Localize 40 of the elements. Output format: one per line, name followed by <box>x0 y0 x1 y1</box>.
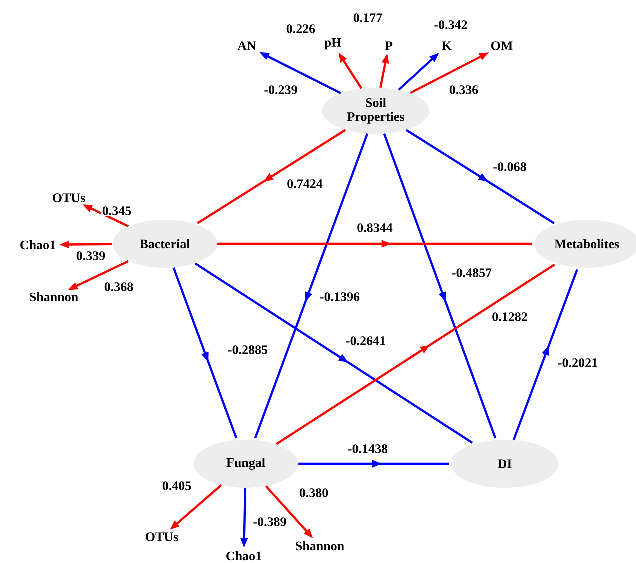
edge-label: 0.380 <box>298 488 330 498</box>
indicator-label: K <box>442 42 452 50</box>
indicator-label: Chao1 <box>226 551 262 561</box>
indicator-label: AN <box>238 42 256 50</box>
edge-label: -0.239 <box>263 84 299 96</box>
edge-label: -0.1438 <box>346 444 390 454</box>
edge-label: -0.068 <box>492 162 528 172</box>
indicator-label: OTUs <box>53 194 86 202</box>
edge-label: -0.2885 <box>226 344 270 356</box>
edge-label: 0.405 <box>161 480 193 492</box>
indicator-label: Chao1 <box>20 240 56 250</box>
edge-label: -0.342 <box>433 20 469 30</box>
indicator-label: Shannon <box>30 292 78 302</box>
indicator-label: Shannon <box>296 541 344 551</box>
arrow <box>172 267 238 439</box>
edge-label: 0.345 <box>101 206 133 216</box>
edge-label: 0.7424 <box>286 178 324 190</box>
indicator-label: P <box>385 42 393 50</box>
edge-label: 0.226 <box>285 24 317 34</box>
edge-label: 0.8344 <box>356 222 394 234</box>
arrow <box>254 134 369 439</box>
arrow <box>406 129 555 224</box>
edge-label: -0.4857 <box>450 268 494 278</box>
edge-label: -0.389 <box>252 516 288 528</box>
edge-label: -0.2021 <box>556 358 600 368</box>
indicator-label: OTUs <box>146 532 178 542</box>
edge-label: 0.336 <box>448 84 480 96</box>
edge-label: 0.177 <box>352 12 384 24</box>
edge-label: -0.2641 <box>344 336 388 346</box>
arrow <box>276 264 556 446</box>
indicator-label: pH <box>324 38 342 50</box>
arrow <box>512 269 578 441</box>
edge-label: 0.368 <box>103 282 135 292</box>
arrow <box>383 134 497 439</box>
edge-label: -0.1396 <box>318 292 362 302</box>
edge-label: 0.339 <box>75 250 107 262</box>
arrow <box>194 262 474 444</box>
indicator-label: OM <box>491 42 513 50</box>
arrow <box>197 129 346 224</box>
edge-label: 0.1282 <box>491 312 529 322</box>
